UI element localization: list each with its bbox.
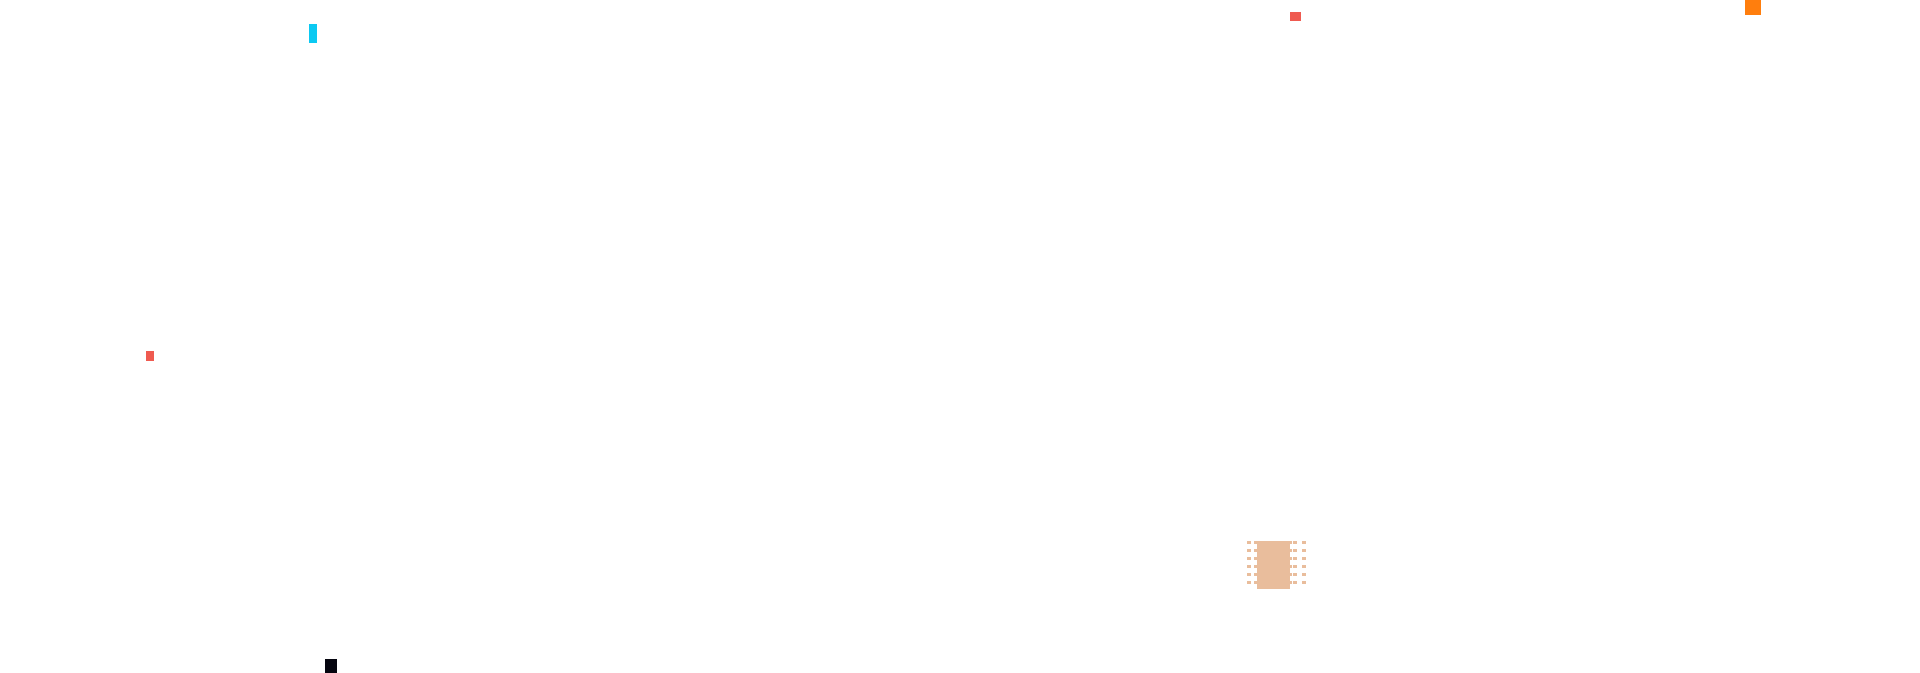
range-band-fill-handle[interactable] [1257,541,1290,589]
range-band-dashed-right-edge [1289,541,1292,589]
range-band-dashed-line-inner-right [1293,541,1297,589]
red-square-marker-left [146,351,154,361]
range-band-dashed-line-outer-left [1247,541,1251,589]
range-band-dashed-line-outer-right [1302,541,1306,589]
red-square-marker-top [1290,12,1301,21]
orange-square-marker [1745,0,1761,15]
black-square-marker [325,659,337,673]
cyan-bar-fragment [309,24,317,43]
range-band-dashed-left-edge [1254,541,1258,589]
